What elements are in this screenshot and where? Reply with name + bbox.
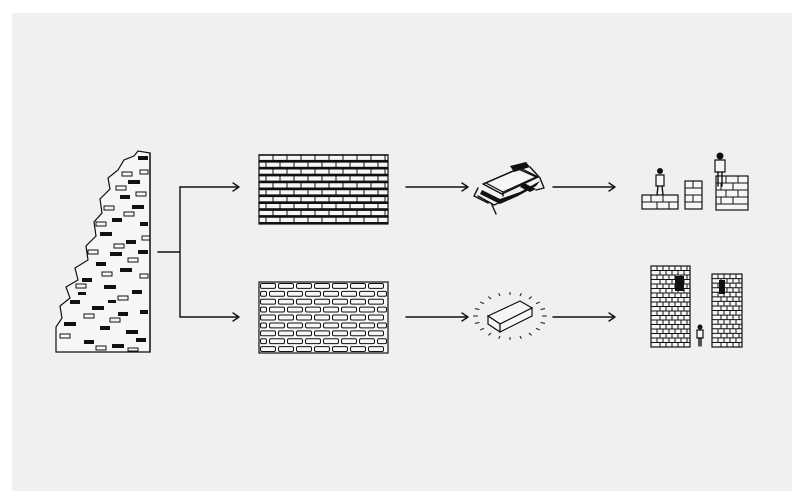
arrow-bottom-1 <box>405 312 469 322</box>
small-walls-with-people-icon <box>641 152 749 211</box>
branch-connector <box>157 182 240 322</box>
glowing-brick-icon <box>473 292 547 340</box>
brick-press-icon <box>473 162 545 215</box>
dense-brick-wall-icon <box>258 154 389 225</box>
arrow-bottom-2 <box>552 312 616 322</box>
arrow-top-1 <box>405 182 469 192</box>
gridded-brick-wall-icon <box>258 281 389 354</box>
ruined-brick-wall-icon <box>55 150 151 353</box>
tall-brick-towers-icon <box>650 265 743 348</box>
arrow-top-2 <box>552 182 616 192</box>
